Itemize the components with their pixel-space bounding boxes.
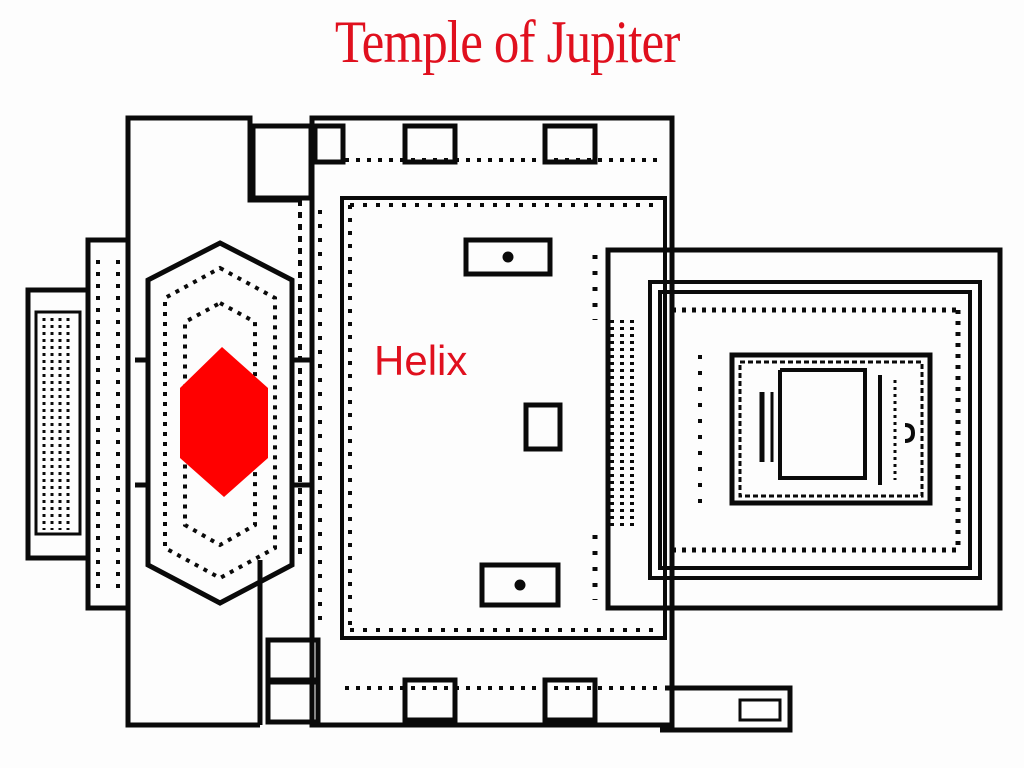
great-court xyxy=(309,115,793,733)
propylaea-steps xyxy=(25,237,131,611)
helix-highlight xyxy=(180,347,268,497)
helix-label: Helix xyxy=(374,337,468,384)
hexagonal-forecourt xyxy=(125,115,310,728)
temple-building xyxy=(592,247,1003,611)
diagram-title: Temple of Jupiter xyxy=(334,9,680,75)
